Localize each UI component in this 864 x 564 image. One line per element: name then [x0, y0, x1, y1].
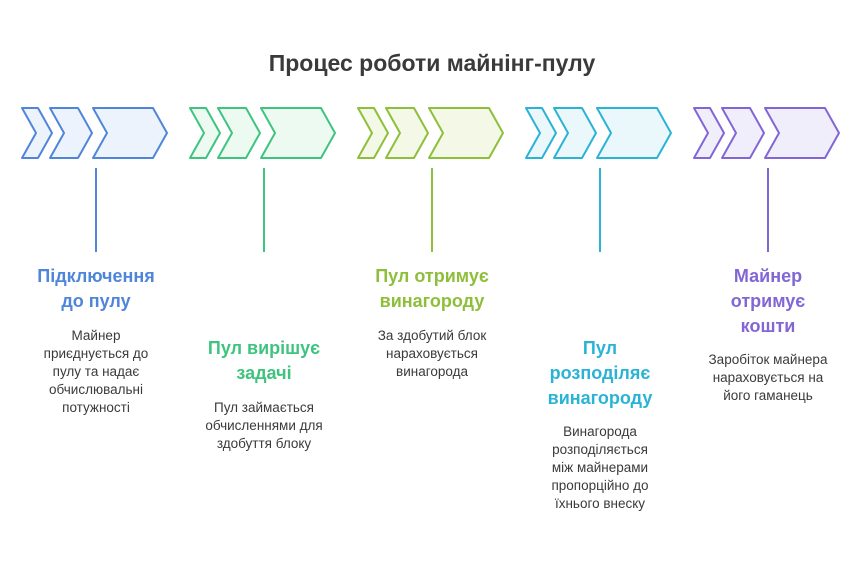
step-title-line: Пул — [582, 338, 618, 358]
chevron-arrow-icon-group — [189, 107, 336, 159]
step-description-line: пропорційно до — [551, 478, 649, 493]
chevron-arrow-icon — [49, 107, 93, 159]
step-description-line: Заробіток майнера — [708, 352, 828, 367]
diagram-title: Процес роботи майнінг-пулу — [268, 50, 596, 76]
chevron-arrow-icon-group — [525, 107, 672, 159]
step-title-line: Майнер — [733, 266, 803, 286]
step-title-line: Пул вирішує — [207, 338, 321, 358]
chevron-arrow-icon — [553, 107, 597, 159]
step-description-line: Пул займається — [214, 400, 314, 415]
chevron-arrow-icon — [21, 107, 53, 159]
chevron-arrow-icon — [525, 107, 557, 159]
chevron-arrow-icon — [596, 107, 672, 159]
connector-line — [95, 168, 97, 252]
step-description: Заробіток майнера нараховується на його га… — [678, 351, 858, 405]
chevron-arrow-icon — [721, 107, 765, 159]
step-description-line: нараховується на — [712, 370, 824, 385]
step-description: За здобутий блок нараховується винагорода — [342, 327, 522, 381]
step-description-line: розподіляється — [552, 442, 648, 457]
chevron-arrow-icon — [260, 107, 336, 159]
step-description-line: винагорода — [396, 364, 468, 379]
chevron-arrow-icon — [357, 107, 389, 159]
chevron-arrow-icon — [92, 107, 168, 159]
chevron-arrow-icon-group — [693, 107, 840, 159]
chevron-arrow-icon-group — [357, 107, 504, 159]
step-title-line: кошти — [740, 316, 796, 336]
step-title: Підключення до пулу — [6, 264, 186, 314]
step-description-line: нараховується — [386, 346, 478, 361]
step-description-line: обчислювальні — [48, 382, 143, 397]
step-title-line: отримує — [730, 291, 806, 311]
connector-line — [263, 168, 265, 252]
process-step-3: Пул отримує винагороду За здобутий блок нар… — [342, 0, 522, 564]
chevron-arrow-icon — [217, 107, 261, 159]
chevron-arrow-icon — [189, 107, 221, 159]
step-description-line: між майнерами — [551, 460, 649, 475]
step-title-line: Підключення — [37, 266, 155, 286]
step-description-line: здобуття блоку — [216, 436, 312, 451]
connector-line — [599, 168, 601, 252]
step-title-line: винагороду — [547, 388, 653, 408]
chevron-arrow-icon — [385, 107, 429, 159]
step-title-line: винагороду — [379, 291, 485, 311]
step-title: Пул розподіляє винагороду — [510, 336, 690, 411]
step-title-line: задачі — [236, 363, 292, 383]
step-title-line: розподіляє — [549, 363, 651, 383]
connector-line — [767, 168, 769, 252]
step-description-line: Майнер — [71, 328, 121, 343]
step-description-line: обчисленнями для — [205, 418, 323, 433]
step-description-line: приєднується до — [43, 346, 149, 361]
step-description-line: пулу та надає — [52, 364, 140, 379]
chevron-arrow-icon — [764, 107, 840, 159]
step-description-line: потужності — [62, 400, 130, 415]
step-description-line: Винагорода — [563, 424, 637, 439]
step-title: Майнер отримує кошти — [678, 264, 858, 339]
step-description-line: їхнього внеску — [554, 496, 646, 511]
step-title-line: Пул отримує — [375, 266, 489, 286]
step-title: Пул отримує винагороду — [342, 264, 522, 314]
connector-line — [431, 168, 433, 252]
chevron-arrow-icon — [693, 107, 725, 159]
step-description-line: За здобутий блок — [377, 328, 487, 343]
step-title-line: до пулу — [61, 291, 131, 311]
step-description: Винагорода розподіляється між майнерами про… — [510, 423, 690, 513]
step-title: Пул вирішує задачі — [174, 336, 354, 386]
step-description-line: його гаманець — [723, 388, 813, 403]
chevron-arrow-icon — [428, 107, 504, 159]
step-description: Пул займається обчисленнями для здобуття б… — [174, 399, 354, 453]
step-description: Майнер приєднується до пулу та надає обчисл… — [6, 327, 186, 417]
chevron-arrow-icon-group — [21, 107, 168, 159]
